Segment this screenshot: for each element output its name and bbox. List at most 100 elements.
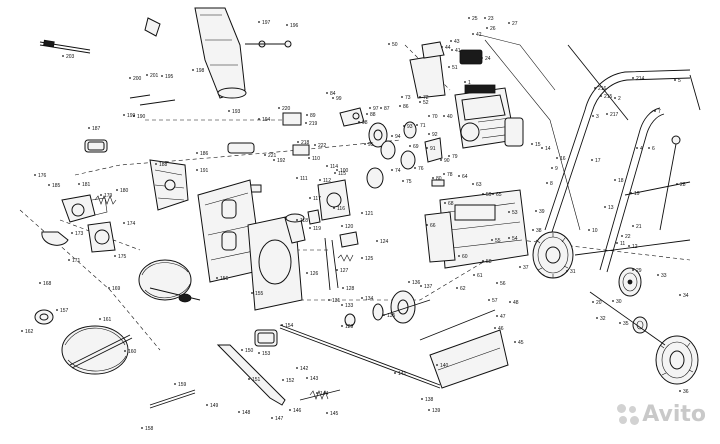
auger-gear-housing-174 bbox=[87, 221, 116, 253]
part-label-26: 26 bbox=[490, 26, 496, 32]
part-label-74: 74 bbox=[395, 168, 401, 174]
leader-dot bbox=[56, 309, 58, 311]
part-label-139: 139 bbox=[432, 408, 441, 414]
leader-dot bbox=[401, 96, 403, 98]
part-label-20: 20 bbox=[596, 300, 602, 306]
leader-dot bbox=[496, 282, 498, 284]
part-label-145: 145 bbox=[330, 411, 339, 417]
part-label-45: 45 bbox=[518, 340, 524, 346]
part-label-137: 137 bbox=[424, 284, 433, 290]
part-label-97: 97 bbox=[373, 106, 379, 112]
leader-dot bbox=[326, 92, 328, 94]
leader-dot bbox=[594, 87, 596, 89]
leader-dot bbox=[606, 113, 608, 115]
leader-dot bbox=[508, 22, 510, 24]
leader-dot bbox=[282, 379, 284, 381]
part-label-126: 126 bbox=[310, 271, 319, 277]
part-label-12: 12 bbox=[632, 244, 638, 250]
part-label-128: 128 bbox=[346, 286, 355, 292]
leader-dot bbox=[621, 235, 623, 237]
part-label-220: 220 bbox=[282, 106, 291, 112]
leader-dot bbox=[492, 193, 494, 195]
part-label-142: 142 bbox=[300, 366, 309, 372]
leader-dot bbox=[616, 242, 618, 244]
part-label-63: 63 bbox=[476, 182, 482, 188]
leader-dot bbox=[336, 169, 338, 171]
part-label-188: 188 bbox=[159, 162, 168, 168]
part-label-14: 14 bbox=[545, 146, 551, 152]
leader-dot bbox=[308, 157, 310, 159]
part-label-171: 171 bbox=[72, 258, 81, 264]
part-label-148: 148 bbox=[242, 410, 251, 416]
part-label-29: 29 bbox=[636, 268, 642, 274]
watermark-text: Avito bbox=[642, 402, 706, 427]
handle-rod-203 bbox=[39, 39, 91, 54]
part-label-21: 21 bbox=[636, 224, 642, 230]
engine-pulleys-94 bbox=[366, 121, 417, 189]
leader-dot bbox=[133, 115, 135, 117]
leader-dot bbox=[258, 21, 260, 23]
part-label-203: 203 bbox=[66, 54, 75, 60]
leader-dot bbox=[100, 194, 102, 196]
part-label-158: 158 bbox=[145, 426, 154, 432]
part-label-201: 201 bbox=[150, 73, 159, 79]
part-label-118: 118 bbox=[300, 218, 308, 224]
part-label-65: 65 bbox=[496, 192, 502, 198]
part-label-129: 129 bbox=[345, 324, 354, 330]
part-label-58: 58 bbox=[486, 259, 492, 265]
part-label-175: 175 bbox=[118, 254, 127, 260]
leader-dot bbox=[273, 159, 275, 161]
part-label-16: 16 bbox=[560, 156, 566, 162]
part-label-117: 117 bbox=[313, 196, 321, 202]
part-label-141: 141 bbox=[398, 371, 407, 377]
leader-dot bbox=[123, 114, 125, 116]
part-label-111: 111 bbox=[300, 176, 308, 182]
part-label-217: 217 bbox=[610, 112, 619, 118]
leader-dot bbox=[383, 314, 385, 316]
part-label-133: 133 bbox=[345, 303, 354, 309]
part-label-110: 110 bbox=[312, 156, 320, 162]
part-label-124: 124 bbox=[380, 239, 389, 245]
leader-dot bbox=[361, 297, 363, 299]
leader-dot bbox=[496, 315, 498, 317]
part-label-99: 99 bbox=[336, 96, 342, 102]
shift-rod-48 bbox=[419, 309, 496, 341]
part-label-219: 219 bbox=[309, 121, 318, 127]
engine-1 bbox=[454, 84, 524, 149]
part-label-69: 69 bbox=[413, 144, 419, 150]
spring-shaft-145 bbox=[299, 389, 341, 401]
leader-dot bbox=[482, 260, 484, 262]
leader-dot bbox=[556, 157, 558, 159]
leader-dot bbox=[451, 49, 453, 51]
part-label-56: 56 bbox=[500, 281, 506, 287]
part-label-18: 18 bbox=[618, 178, 624, 184]
part-label-64: 64 bbox=[462, 174, 468, 180]
part-label-22: 22 bbox=[625, 234, 631, 240]
part-label-194: 194 bbox=[262, 117, 271, 123]
leader-dot bbox=[619, 322, 621, 324]
bearing-housing-187 bbox=[84, 139, 108, 153]
leader-dot bbox=[436, 364, 438, 366]
leader-dot bbox=[296, 177, 298, 179]
watermark: Avito bbox=[617, 402, 706, 427]
leader-dot bbox=[341, 225, 343, 227]
pulley-136 bbox=[374, 290, 431, 324]
leader-dot bbox=[428, 115, 430, 117]
leader-dot bbox=[614, 97, 616, 99]
leader-dot bbox=[192, 69, 194, 71]
leader-dot bbox=[48, 184, 50, 186]
part-label-149: 149 bbox=[210, 403, 219, 409]
part-label-159: 159 bbox=[178, 382, 187, 388]
leader-dot bbox=[632, 225, 634, 227]
leader-dot bbox=[472, 183, 474, 185]
leader-dot bbox=[271, 417, 273, 419]
part-label-180: 180 bbox=[120, 188, 129, 194]
part-label-68: 68 bbox=[448, 201, 454, 207]
leader-dot bbox=[482, 193, 484, 195]
leader-dot bbox=[566, 270, 568, 272]
part-label-196: 196 bbox=[290, 23, 299, 29]
leader-dot bbox=[319, 179, 321, 181]
wheel-36 bbox=[655, 335, 699, 385]
leader-dot bbox=[306, 377, 308, 379]
leader-dot bbox=[458, 255, 460, 257]
